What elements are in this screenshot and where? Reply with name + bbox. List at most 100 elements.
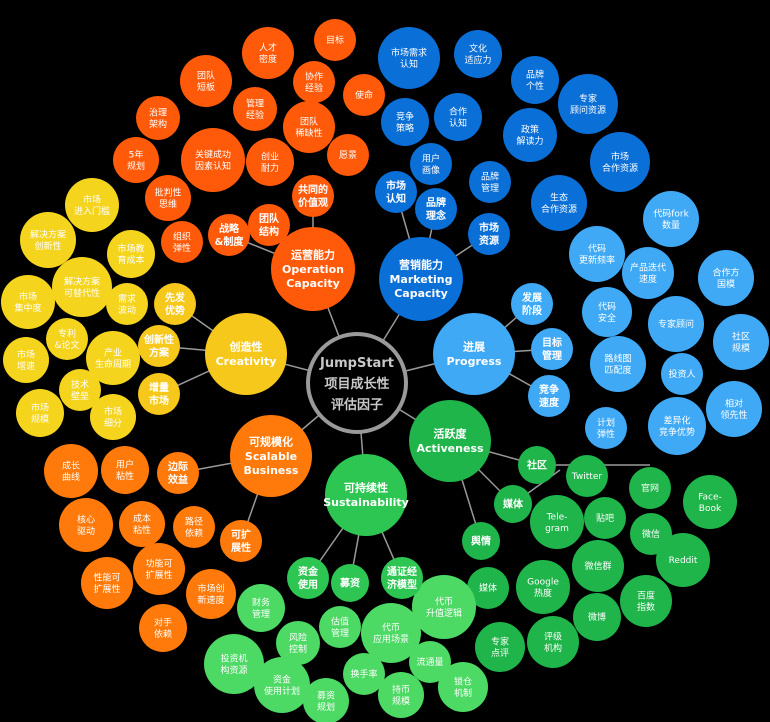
leaves-label: 领先性 <box>720 409 747 421</box>
center-line-1: JumpStart <box>319 356 394 371</box>
subfactors-circle <box>208 214 250 256</box>
leaves-bubble: 专家顾问 <box>648 296 704 352</box>
factors-circle <box>433 313 515 395</box>
leaves-circle <box>530 495 584 549</box>
leaves-label: 代码fork <box>653 208 689 219</box>
subfactors-bubble: 募资 <box>331 564 369 602</box>
leaves-circle <box>438 662 488 712</box>
subfactors-circle <box>381 557 423 599</box>
leaves-circle <box>475 622 525 672</box>
factors-label: 活跃度 <box>434 427 468 441</box>
leaves-circle <box>531 175 587 231</box>
leaves-label: 资金 <box>273 673 291 685</box>
factors-circle <box>409 400 491 482</box>
leaves-label: 指数 <box>637 601 655 613</box>
subfactors-label: 优势 <box>165 304 185 317</box>
subfactors-label: &制度 <box>215 235 245 248</box>
leaves-circle <box>186 569 236 619</box>
leaves-label: 专家 <box>491 635 509 647</box>
leaves-label: 合作资源 <box>541 203 577 215</box>
leaves-circle <box>107 230 155 278</box>
subfactors-label: 舆情 <box>471 535 491 548</box>
leaves-label: 思维 <box>159 198 177 210</box>
leaves-circle <box>343 74 385 116</box>
leaves-label: 市场 <box>17 348 35 360</box>
leaves-bubble: 微博 <box>573 593 621 641</box>
leaves-label: 市场 <box>19 290 37 302</box>
leaves-label: 专家 <box>579 92 597 104</box>
subfactors-label: 管理 <box>542 349 562 362</box>
leaves-label: 匹配度 <box>604 364 631 376</box>
leaves-label: 代币 <box>382 622 400 633</box>
leaves-circle <box>133 543 185 595</box>
leaves-label: 评级 <box>544 630 562 642</box>
subfactors-label: 团队 <box>259 212 280 225</box>
subfactors-label: 边际 <box>167 460 188 473</box>
leaves-label: Tele- <box>546 512 568 522</box>
subfactors-label: 认知 <box>386 192 406 205</box>
leaves-circle <box>3 337 49 383</box>
leaves-circle <box>622 247 674 299</box>
leaves-circle <box>412 575 476 639</box>
factors-label: 可持续性 <box>344 481 388 495</box>
leaves-label: 目标 <box>326 34 344 46</box>
leaves-circle <box>569 226 625 282</box>
leaves-label: 合作资源 <box>602 162 638 174</box>
leaves-label: 持币 <box>392 683 410 695</box>
leaves-label: 点评 <box>491 648 509 659</box>
leaves-label: 解决方案 <box>64 275 100 287</box>
subfactors-circle <box>375 171 417 213</box>
leaves-bubble: 换手率 <box>343 653 385 695</box>
leaves-circle <box>620 575 672 627</box>
leaves-label: 人才 <box>259 41 277 53</box>
leaves-circle <box>319 606 361 648</box>
leaves-label: 集中度 <box>14 302 41 314</box>
subfactors-label: 市场 <box>479 221 499 234</box>
leaves-label: 规划 <box>127 160 145 172</box>
leaves-label: 批判性 <box>154 186 181 198</box>
leaves-circle <box>713 314 769 370</box>
subfactors-label: 展性 <box>231 541 251 554</box>
leaves-circle <box>706 381 762 437</box>
leaves-circle <box>86 331 140 385</box>
leaves-label: 功能可 <box>145 557 172 569</box>
leaves-circle <box>378 27 440 89</box>
leaves-label: 创业 <box>261 150 279 162</box>
leaves-label: 升值逻辑 <box>426 607 462 619</box>
factors-label: Capacity <box>286 277 340 290</box>
leaves-label: 市场需求 <box>391 46 427 58</box>
leaves-label: 组织 <box>173 230 191 242</box>
subfactors-circle <box>531 328 573 370</box>
leaves-label: 产业 <box>104 346 122 358</box>
leaves-label: 文化 <box>469 42 487 54</box>
subfactors-label: 品牌 <box>426 196 446 209</box>
leaves-label: 速度 <box>639 273 657 285</box>
leaves-label: 估值 <box>331 615 349 627</box>
subfactors-circle <box>494 485 532 523</box>
leaves-circle <box>283 101 335 153</box>
leaves-label: 更新频率 <box>579 254 615 266</box>
leaves-label: 创新性 <box>34 240 61 252</box>
leaves-label: 团队 <box>300 115 318 127</box>
